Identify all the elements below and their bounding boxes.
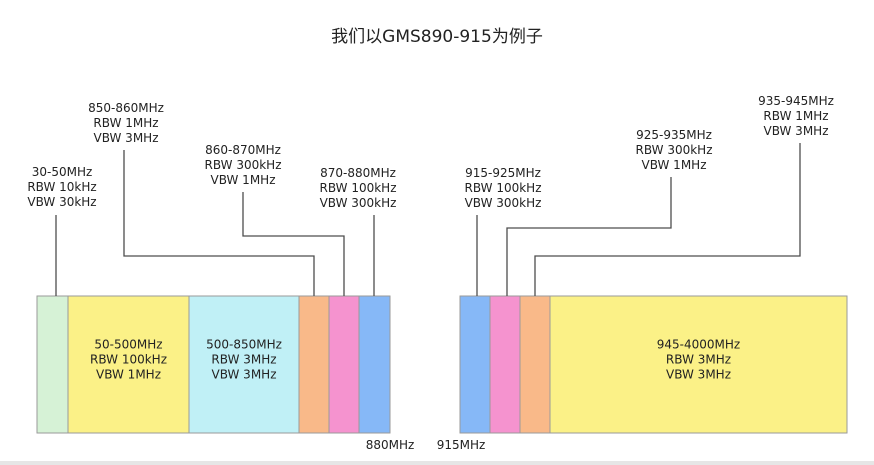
seg-850-860 bbox=[298, 295, 330, 434]
seg-30-50-block bbox=[36, 295, 69, 434]
callout-935-945-label-1: RBW 1MHz bbox=[763, 109, 828, 123]
callout-925-935-label-1: RBW 300kHz bbox=[636, 143, 713, 157]
seg-915-925 bbox=[459, 295, 491, 434]
callout-925-935-leader-line bbox=[506, 177, 672, 296]
callout-860-870-label-0: 860-870MHz bbox=[205, 143, 281, 157]
seg-500-850-label-1: RBW 3MHz bbox=[211, 353, 276, 367]
seg-50-500-label-1: RBW 100kHz bbox=[90, 353, 167, 367]
callout-860-870-label-2: VBW 1MHz bbox=[210, 173, 275, 187]
callout-860-870-label-1: RBW 300kHz bbox=[205, 158, 282, 172]
seg-50-500-label-0: 50-500MHz bbox=[94, 338, 162, 352]
callout-860-870-leader-line bbox=[242, 192, 345, 296]
seg-915-925-block bbox=[459, 295, 491, 434]
callout-850-860-label-0: 850-860MHz bbox=[88, 101, 164, 115]
axis-label-880MHz: 880MHz bbox=[366, 438, 415, 452]
seg-925-935-block bbox=[489, 295, 521, 434]
callout-935-945-leader-line bbox=[534, 143, 801, 296]
bottom-divider bbox=[0, 461, 874, 465]
seg-500-850-label-0: 500-850MHz bbox=[206, 338, 282, 352]
seg-945-4000-block bbox=[549, 295, 848, 434]
callout-30-50-label-2: VBW 30kHz bbox=[27, 195, 96, 209]
seg-945-4000-label-0: 945-4000MHz bbox=[657, 338, 740, 352]
callout-30-50-label-0: 30-50MHz bbox=[32, 165, 93, 179]
seg-945-4000-label-2: VBW 3MHz bbox=[666, 368, 731, 382]
seg-935-945 bbox=[519, 295, 551, 434]
seg-50-500-label-2: VBW 1MHz bbox=[96, 368, 161, 382]
seg-935-945-block bbox=[519, 295, 551, 434]
seg-925-935 bbox=[489, 295, 521, 434]
seg-870-880 bbox=[358, 295, 391, 434]
page-title: 我们以GMS890-915为例子 bbox=[331, 27, 543, 47]
seg-860-870-block bbox=[328, 295, 360, 434]
callout-915-925-label-1: RBW 100kHz bbox=[465, 181, 542, 195]
seg-850-860-block bbox=[298, 295, 330, 434]
seg-500-850-label-2: VBW 3MHz bbox=[211, 368, 276, 382]
seg-500-850-block bbox=[188, 295, 300, 434]
seg-30-50 bbox=[36, 295, 69, 434]
callout-915-925-label-0: 915-925MHz bbox=[465, 166, 541, 180]
callout-30-50-label-1: RBW 10kHz bbox=[27, 180, 96, 194]
callout-925-935-label-2: VBW 1MHz bbox=[641, 158, 706, 172]
callout-870-880-label-1: RBW 100kHz bbox=[320, 181, 397, 195]
callout-915-925-label-2: VBW 300kHz bbox=[465, 196, 542, 210]
seg-945-4000-label-1: RBW 3MHz bbox=[666, 353, 731, 367]
callout-935-945-label-0: 935-945MHz bbox=[758, 94, 834, 108]
callout-850-860-label-2: VBW 3MHz bbox=[93, 131, 158, 145]
seg-870-880-block bbox=[358, 295, 391, 434]
callout-870-880-label-0: 870-880MHz bbox=[320, 166, 396, 180]
callout-925-935-label-0: 925-935MHz bbox=[636, 128, 712, 142]
callout-850-860-leader-line bbox=[123, 150, 315, 296]
seg-860-870 bbox=[328, 295, 360, 434]
axis-label-915MHz: 915MHz bbox=[437, 438, 486, 452]
callout-850-860-label-1: RBW 1MHz bbox=[93, 116, 158, 130]
callout-935-945-label-2: VBW 3MHz bbox=[763, 124, 828, 138]
callout-870-880-label-2: VBW 300kHz bbox=[320, 196, 397, 210]
